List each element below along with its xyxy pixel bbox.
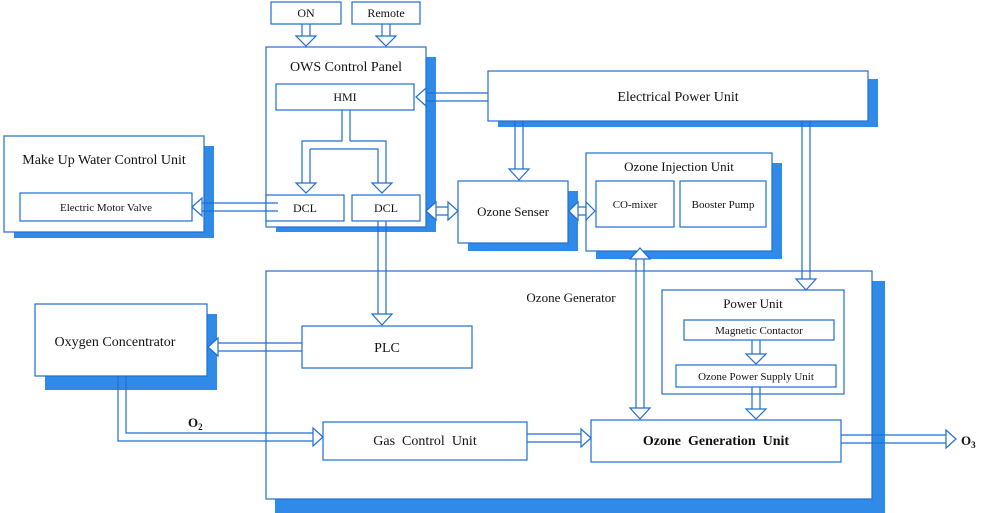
makeup-water-title: Make Up Water Control Unit (22, 153, 186, 168)
remote-arrow (374, 24, 398, 47)
dcl-left-label: DCL (293, 201, 317, 215)
ozone-senser-label: Ozone Senser (477, 204, 550, 219)
on-arrow (294, 24, 318, 47)
contactor-to-supply-arrow (744, 340, 768, 365)
ozone-generator-title: Ozone Generator (526, 290, 616, 305)
hmi-label: HMI (333, 90, 356, 104)
dcl-to-valve-arrow (191, 196, 278, 218)
ozone-generation-unit-label: Ozone Generation Unit (643, 434, 790, 449)
magnetic-contactor-box (683, 319, 835, 341)
co-mixer-box (595, 180, 675, 228)
booster-pump-label: Booster Pump (692, 199, 755, 211)
on-label: ON (297, 6, 315, 20)
ozone-power-supply-label: Ozone Power Supply Unit (698, 371, 814, 383)
remote-box (351, 1, 421, 25)
ozone-power-supply-box (675, 364, 837, 388)
ows-panel-title: OWS Control Panel (290, 60, 402, 75)
ows-senser-arrow (425, 200, 459, 222)
generation-to-o3-arrow (841, 428, 957, 450)
plc-label: PLC (374, 341, 400, 356)
electric-motor-valve-label: Electric Motor Valve (60, 202, 152, 214)
dcl-right-box (351, 194, 421, 222)
senser-injection-arrow (568, 200, 596, 222)
booster-pump-box (679, 180, 767, 228)
dcl-right-label: DCL (374, 201, 398, 215)
ozone-generation-unit-box (590, 419, 842, 463)
power-unit-title: Power Unit (723, 296, 783, 311)
o2-label: O2 (188, 415, 203, 432)
on-box (270, 1, 342, 25)
co-mixer-label: CO-mixer (613, 199, 658, 211)
supply-to-generation-arrow (744, 387, 768, 420)
hmi-to-dcl-arrows (294, 110, 394, 194)
electrical-power-unit-box (487, 70, 869, 122)
power-to-senser-arrow (507, 121, 531, 181)
dcl-left-box (265, 194, 345, 222)
ozone-injection-title: Ozone Injection Unit (624, 159, 734, 174)
plc-box (301, 325, 473, 369)
dcl-to-plc-arrow (370, 221, 394, 326)
power-to-hmi-arrow (415, 86, 488, 108)
magnetic-contactor-label: Magnetic Contactor (715, 325, 803, 337)
hmi-box (275, 83, 415, 111)
oxygen-to-gas-arrow (117, 376, 324, 448)
gas-control-unit-label: Gas Control Unit (373, 434, 477, 449)
oxygen-concentrator-box (34, 303, 208, 377)
plc-to-oxygen-arrow (207, 336, 302, 358)
oxygen-concentrator-label: Oxygen Concentrator (55, 335, 176, 350)
o3-label: O3 (961, 433, 976, 450)
mixer-generation-arrow (628, 247, 652, 420)
gas-to-generation-arrow (527, 427, 592, 449)
ozone-senser-box (457, 180, 569, 244)
arrows (117, 24, 957, 450)
electrical-power-unit-label: Electrical Power Unit (617, 90, 738, 105)
remote-label: Remote (367, 6, 404, 20)
power-to-power-unit-arrow (794, 121, 818, 291)
gas-control-unit-box (322, 421, 528, 461)
